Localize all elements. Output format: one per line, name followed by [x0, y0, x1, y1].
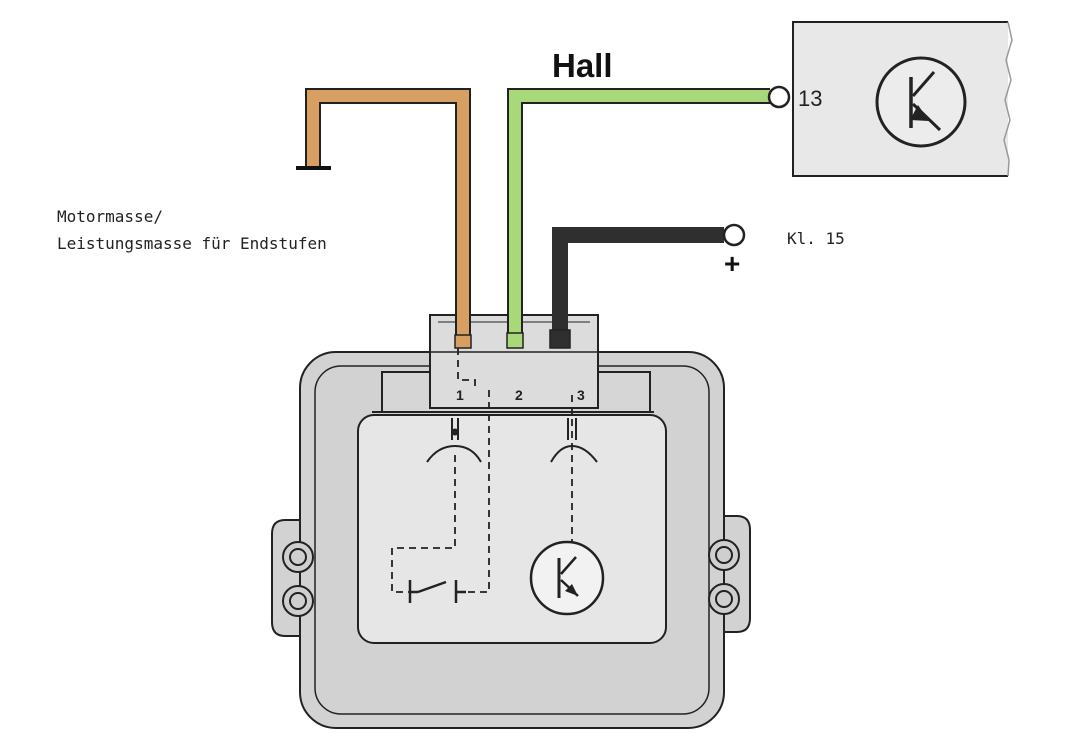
terminal-15-label: Kl. 15	[787, 229, 845, 248]
hall-wire-green-fill	[509, 90, 770, 340]
hall-sender-torn-edge	[1003, 21, 1013, 177]
ground-wire-brown	[305, 88, 471, 342]
pin-number-1: 1	[456, 387, 464, 403]
mounting-hole	[715, 546, 733, 564]
switch-icon	[408, 580, 466, 603]
pin3-stub	[549, 329, 571, 349]
mounting-hole	[289, 548, 307, 566]
hall-terminal-connector	[767, 85, 791, 109]
internal-line-pin2	[466, 390, 490, 593]
pin1-stub	[454, 334, 472, 349]
hall-label: Hall	[552, 47, 613, 84]
plus-sign: +	[724, 248, 740, 279]
supply-wire-black	[552, 227, 724, 340]
contact-springs	[426, 418, 598, 463]
contact-spring-pin3	[550, 418, 598, 463]
wires	[296, 85, 791, 349]
terminal-15-connector	[722, 223, 746, 247]
pin-number-2: 2	[515, 387, 523, 403]
ground-note-line1: Motormasse/	[57, 207, 163, 226]
inner-panel	[357, 414, 667, 644]
control-unit	[271, 314, 751, 729]
mounting-hole	[289, 592, 307, 610]
mounting-holes	[282, 539, 740, 617]
transistor-icon	[875, 56, 967, 148]
transistor-icon	[529, 540, 605, 616]
mounting-hole	[715, 590, 733, 608]
pin2-stub	[506, 332, 524, 349]
pin-number-3: 3	[577, 387, 585, 403]
internal-line-pin1	[457, 348, 476, 390]
ground-wire-brown-fill	[307, 90, 469, 342]
internal-line-switch	[391, 455, 456, 593]
internal-connections	[391, 348, 573, 593]
contact-spring-pin1	[426, 418, 482, 463]
mounting-lug-left	[271, 519, 301, 637]
hall-sender-module	[792, 21, 1013, 177]
contact-point-pin1	[451, 428, 459, 436]
hall-terminal-number: 13	[798, 86, 822, 111]
ground-note-line2: Leistungsmasse für Endstufen	[57, 234, 327, 253]
